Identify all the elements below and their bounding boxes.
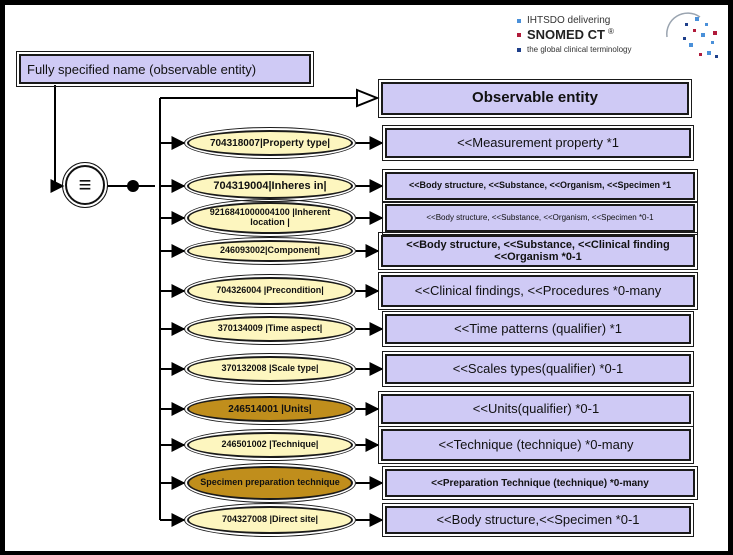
fully-specified-name-box: Fully specified name (observable entity) [16, 51, 314, 87]
blue-square-icon [517, 18, 521, 23]
attribute-name-pill: 704327008 |Direct site| [184, 503, 356, 537]
attribute-range-box: <<Body structure, <<Substance, <<Organis… [382, 201, 698, 235]
logo-line1: IHTSDO delivering [517, 15, 610, 26]
attribute-range-box: <<Body structure, <<Substance, <<Organis… [382, 169, 698, 203]
logo-line2: SNOMED CT ® [517, 27, 614, 42]
attribute-range-box: <<Body structure, <<Substance, <<Clinica… [378, 232, 698, 270]
attribute-range-box: <<Measurement property *1 [382, 125, 694, 161]
attribute-range-box: <<Scales types(qualifier) *0-1 [382, 351, 694, 387]
attribute-range-box: <<Technique (technique) *0-many [378, 426, 694, 464]
attribute-name-pill: Specimen preparation technique [184, 463, 356, 503]
parent-open-arrowhead [356, 88, 380, 108]
attribute-name-pill: 246501002 |Technique| [184, 429, 356, 461]
snomed-logo: IHTSDO delivering SNOMED CT ® the global… [515, 11, 725, 61]
attribute-range-box: <<Time patterns (qualifier) *1 [382, 311, 694, 347]
attribute-range-box: <<Clinical findings, <<Procedures *0-man… [378, 272, 698, 310]
parent-observable-entity-box: Observable entity [378, 79, 692, 118]
attribute-name-pill: 370134009 |Time aspect| [184, 313, 356, 345]
attribute-range-box: <<Body structure,<<Specimen *0-1 [382, 503, 694, 537]
attribute-name-pill: 246514001 |Units| [184, 393, 356, 425]
attribute-range-box: <<Preparation Technique (technique) *0-m… [382, 466, 698, 500]
logo-line3: the global clinical terminology [517, 45, 632, 54]
attribute-name-pill: 704326004 |Precondition| [184, 274, 356, 308]
navy-square-icon [517, 47, 521, 52]
attribute-name-pill: 246093002|Component| [184, 237, 356, 265]
attribute-name-pill: 704318007|Property type| [184, 127, 356, 159]
equivalence-symbol: ≡ [62, 162, 108, 208]
logo-network-icon [666, 12, 718, 58]
junction-dot [127, 180, 139, 192]
attribute-range-box: <<Units(qualifier) *0-1 [378, 391, 694, 427]
attribute-name-pill: 9216841000004100 |Inherent location | [184, 199, 356, 237]
connector-lines [50, 85, 384, 527]
attribute-name-pill: 704319004|Inheres in| [184, 170, 356, 202]
red-square-icon [517, 32, 521, 37]
diagram-frame: Fully specified name (observable entity)… [4, 4, 729, 552]
attribute-name-pill: 370132008 |Scale type| [184, 353, 356, 385]
fsn-to-equiv-line [50, 85, 65, 193]
